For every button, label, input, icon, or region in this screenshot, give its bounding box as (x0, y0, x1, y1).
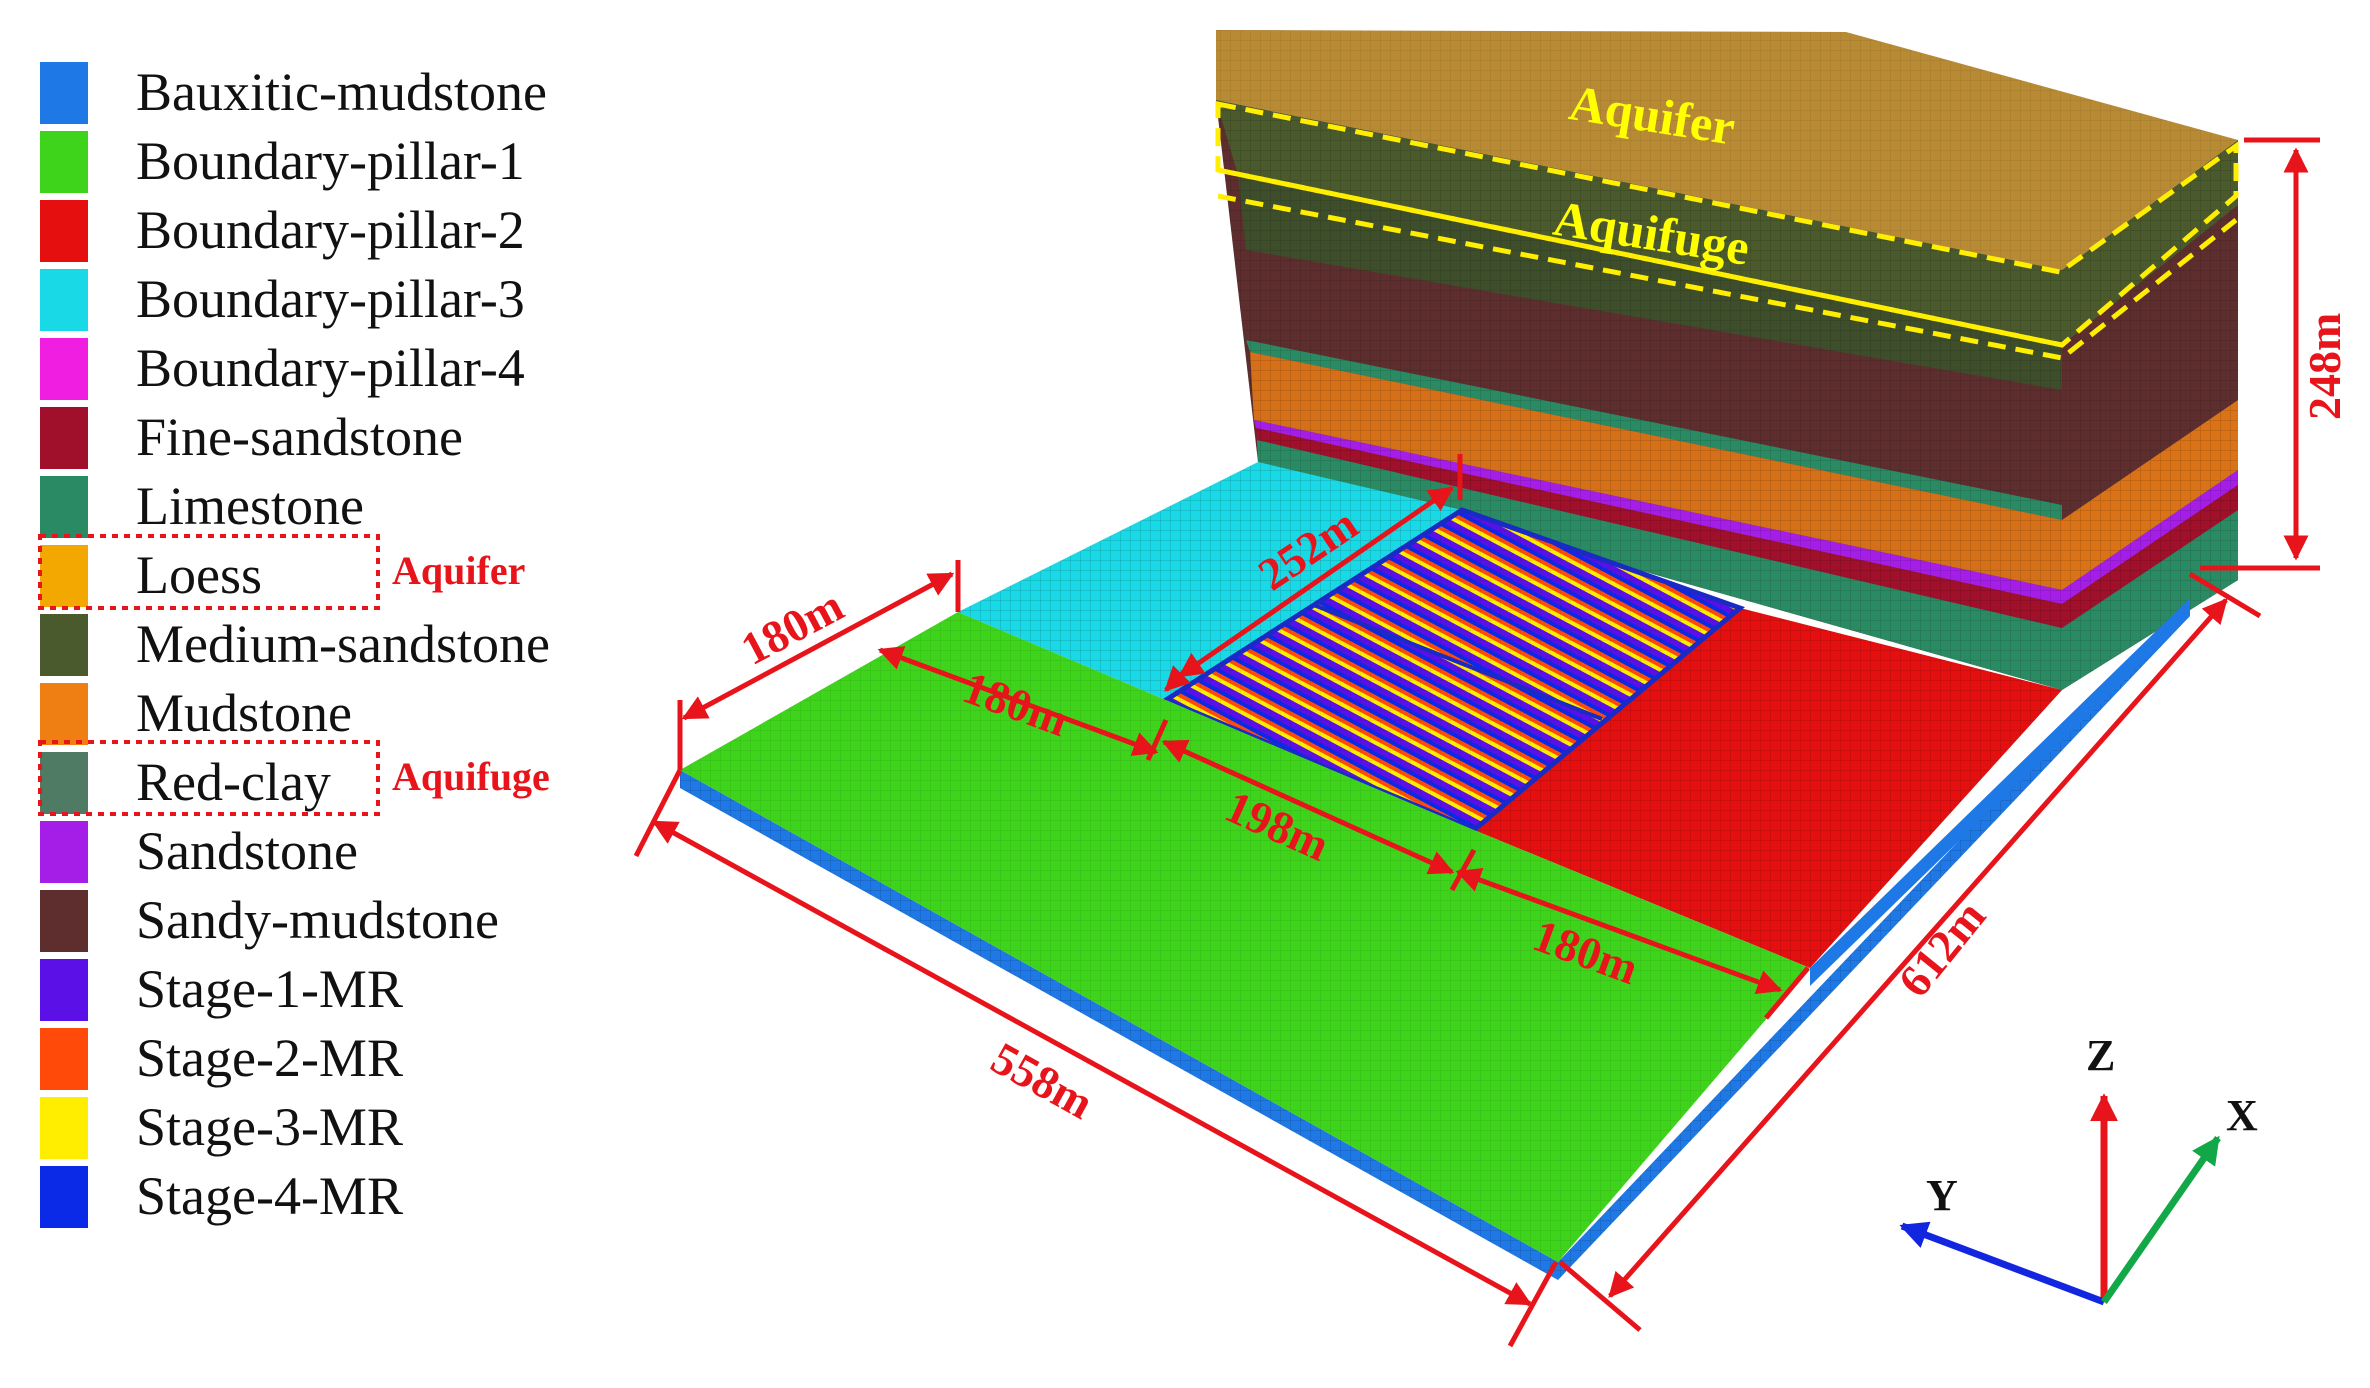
x-axis-arrow (2101, 1135, 2221, 1304)
legend-swatch-stage-4-mr (40, 1166, 88, 1228)
legend-label-red-clay: Red-clay (136, 752, 331, 812)
legend-swatch-sandstone (40, 821, 88, 883)
legend-swatch-stage-3-mr (40, 1097, 88, 1159)
axis-triad: Z Y X (1899, 1031, 2258, 1306)
legend-swatch-boundary-pillar-4 (40, 338, 88, 400)
legend-swatch-loess (40, 545, 88, 607)
z-axis-label: Z (2086, 1031, 2115, 1080)
legend-label-medium-sandstone: Medium-sandstone (136, 614, 550, 674)
legend-swatch-boundary-pillar-3 (40, 269, 88, 331)
redclay-aquifuge-tag: Aquifuge (392, 754, 550, 799)
legend-label-bauxitic-mudstone: Bauxitic-mudstone (136, 62, 547, 122)
legend-swatch-sandy-mudstone (40, 890, 88, 952)
dim-height-248m: 248m (2299, 313, 2350, 420)
legend: Bauxitic-mudstoneBoundary-pillar-1Bounda… (40, 62, 550, 1228)
model-block: Aquifer Aquifuge (680, 30, 2239, 1280)
loess-callout-box (38, 534, 380, 610)
legend-swatch-stage-1-mr (40, 959, 88, 1021)
legend-swatch-boundary-pillar-2 (40, 200, 88, 262)
legend-swatch-limestone (40, 476, 88, 538)
redclay-callout-box (38, 740, 380, 816)
x-axis-label: X (2226, 1091, 2258, 1140)
y-axis-arrow (1899, 1221, 2106, 1306)
legend-label-fine-sandstone: Fine-sandstone (136, 407, 463, 467)
legend-label-mudstone: Mudstone (136, 683, 352, 743)
legend-label-sandy-mudstone: Sandy-mudstone (136, 890, 499, 950)
legend-label-stage-2-mr: Stage-2-MR (136, 1028, 403, 1088)
dimensions (633, 137, 2320, 1348)
legend-label-boundary-pillar-4: Boundary-pillar-4 (136, 338, 525, 398)
dim-width-558m: 558m (983, 1032, 1102, 1129)
legend-swatch-stage-2-mr (40, 1028, 88, 1090)
legend-label-boundary-pillar-1: Boundary-pillar-1 (136, 131, 525, 191)
legend-label-stage-1-mr: Stage-1-MR (136, 959, 403, 1019)
legend-label-boundary-pillar-3: Boundary-pillar-3 (136, 269, 525, 329)
legend-swatch-boundary-pillar-1 (40, 131, 88, 193)
legend-label-limestone: Limestone (136, 476, 364, 536)
legend-label-stage-4-mr: Stage-4-MR (136, 1166, 403, 1226)
legend-swatch-red-clay (40, 752, 88, 814)
legend-swatch-mudstone (40, 683, 88, 745)
loess-aquifer-tag: Aquifer (392, 548, 525, 593)
legend-label-stage-3-mr: Stage-3-MR (136, 1097, 403, 1157)
y-axis-label: Y (1926, 1171, 1958, 1220)
legend-swatch-medium-sandstone (40, 614, 88, 676)
legend-swatch-bauxitic-mudstone (40, 62, 88, 124)
legend-label-sandstone: Sandstone (136, 821, 358, 881)
legend-swatch-fine-sandstone (40, 407, 88, 469)
legend-label-loess: Loess (136, 545, 262, 605)
legend-label-boundary-pillar-2: Boundary-pillar-2 (136, 200, 525, 260)
